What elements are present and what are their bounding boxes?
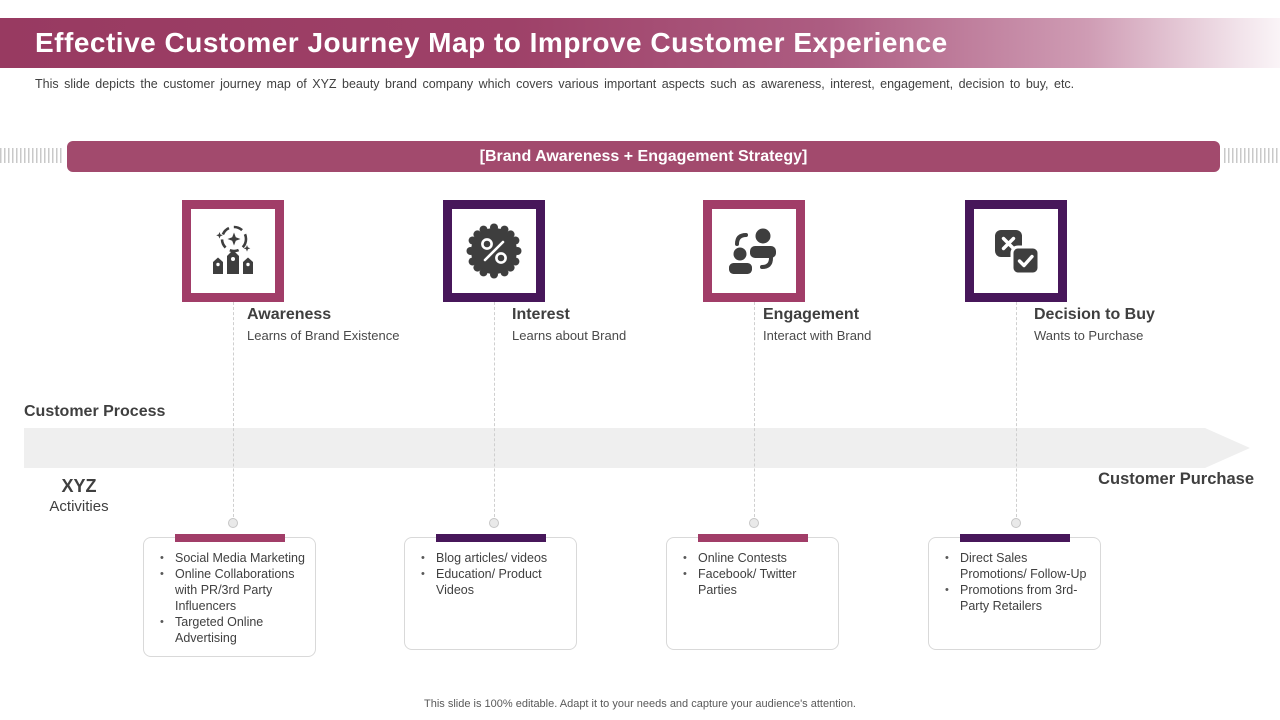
stage-label-decision: Decision to Buy Wants to Purchase xyxy=(1034,306,1244,343)
xyz-activities-label: XYZ Activities xyxy=(24,476,134,515)
stage-desc: Learns of Brand Existence xyxy=(247,328,400,343)
activity-box-decision: Direct Sales Promotions/ Follow-Up Promo… xyxy=(928,534,1101,650)
activity-box-awareness: Social Media Marketing Online Collaborat… xyxy=(143,534,316,657)
list-item: Direct Sales Promotions/ Follow-Up xyxy=(943,550,1092,582)
list-item: Online Collaborations with PR/3rd Party … xyxy=(158,566,307,614)
stage-name: Interest xyxy=(512,306,570,323)
list-item: Online Contests xyxy=(681,550,830,566)
stage-label-interest: Interest Learns about Brand xyxy=(512,306,722,343)
title-bar: Effective Customer Journey Map to Improv… xyxy=(0,18,1280,68)
stage-desc: Learns about Brand xyxy=(512,328,627,343)
xyz-label: XYZ xyxy=(61,476,97,496)
connector-dot xyxy=(228,518,238,528)
stage-desc: Wants to Purchase xyxy=(1034,328,1144,343)
customer-purchase-heading: Customer Purchase xyxy=(1098,470,1254,488)
list-item: Promotions from 3rd-Party Retailers xyxy=(943,582,1092,614)
strategy-banner-label: [Brand Awareness + Engagement Strategy] xyxy=(479,147,808,165)
cross-check-boxes-icon xyxy=(987,222,1045,280)
percent-badge-icon xyxy=(465,222,523,280)
list-item: Education/ Product Videos xyxy=(419,566,568,598)
activity-header-bar xyxy=(174,534,285,542)
stage-desc: Interact with Brand xyxy=(763,328,872,343)
connector-dot xyxy=(1011,518,1021,528)
activity-header-bar xyxy=(697,534,808,542)
list-item: Social Media Marketing xyxy=(158,550,307,566)
connector-line xyxy=(754,302,755,522)
awareness-icon-box xyxy=(182,200,284,302)
process-arrow xyxy=(24,428,1250,468)
activity-header-bar xyxy=(435,534,546,542)
footer-note: This slide is 100% editable. Adapt it to… xyxy=(424,698,856,710)
activity-box-interest: Blog articles/ videos Education/ Product… xyxy=(404,534,577,650)
people-exchange-icon xyxy=(725,222,783,280)
page-title: Effective Customer Journey Map to Improv… xyxy=(35,27,948,58)
activity-list: Social Media Marketing Online Collaborat… xyxy=(158,550,307,646)
activity-box-engagement: Online Contests Facebook/ Twitter Partie… xyxy=(666,534,839,650)
left-tick-pattern xyxy=(0,148,64,163)
connector-line xyxy=(1016,302,1017,522)
connector-line xyxy=(494,302,495,522)
stage-name: Decision to Buy xyxy=(1034,306,1155,323)
list-item: Facebook/ Twitter Parties xyxy=(681,566,830,598)
activity-list: Online Contests Facebook/ Twitter Partie… xyxy=(681,550,830,598)
list-item: Blog articles/ videos xyxy=(419,550,568,566)
connector-line xyxy=(233,302,234,522)
slide-subtitle: This slide depicts the customer journey … xyxy=(35,77,1075,91)
activities-label: Activities xyxy=(49,498,109,515)
activity-header-bar xyxy=(959,534,1070,542)
right-tick-pattern xyxy=(1224,148,1280,163)
list-item: Targeted Online Advertising xyxy=(158,614,307,646)
engagement-icon-box xyxy=(703,200,805,302)
interest-icon-box xyxy=(443,200,545,302)
connector-dot xyxy=(489,518,499,528)
stage-name: Engagement xyxy=(763,306,860,323)
customer-process-heading: Customer Process xyxy=(24,403,166,420)
strategy-banner: [Brand Awareness + Engagement Strategy] xyxy=(67,141,1220,172)
activity-list: Direct Sales Promotions/ Follow-Up Promo… xyxy=(943,550,1092,614)
stage-label-engagement: Engagement Interact with Brand xyxy=(763,306,973,343)
stage-label-awareness: Awareness Learns of Brand Existence xyxy=(247,306,457,343)
decision-icon-box xyxy=(965,200,1067,302)
activity-list: Blog articles/ videos Education/ Product… xyxy=(419,550,568,598)
connector-dot xyxy=(749,518,759,528)
stage-name: Awareness xyxy=(247,306,332,323)
awareness-sparkle-icon xyxy=(204,222,262,280)
